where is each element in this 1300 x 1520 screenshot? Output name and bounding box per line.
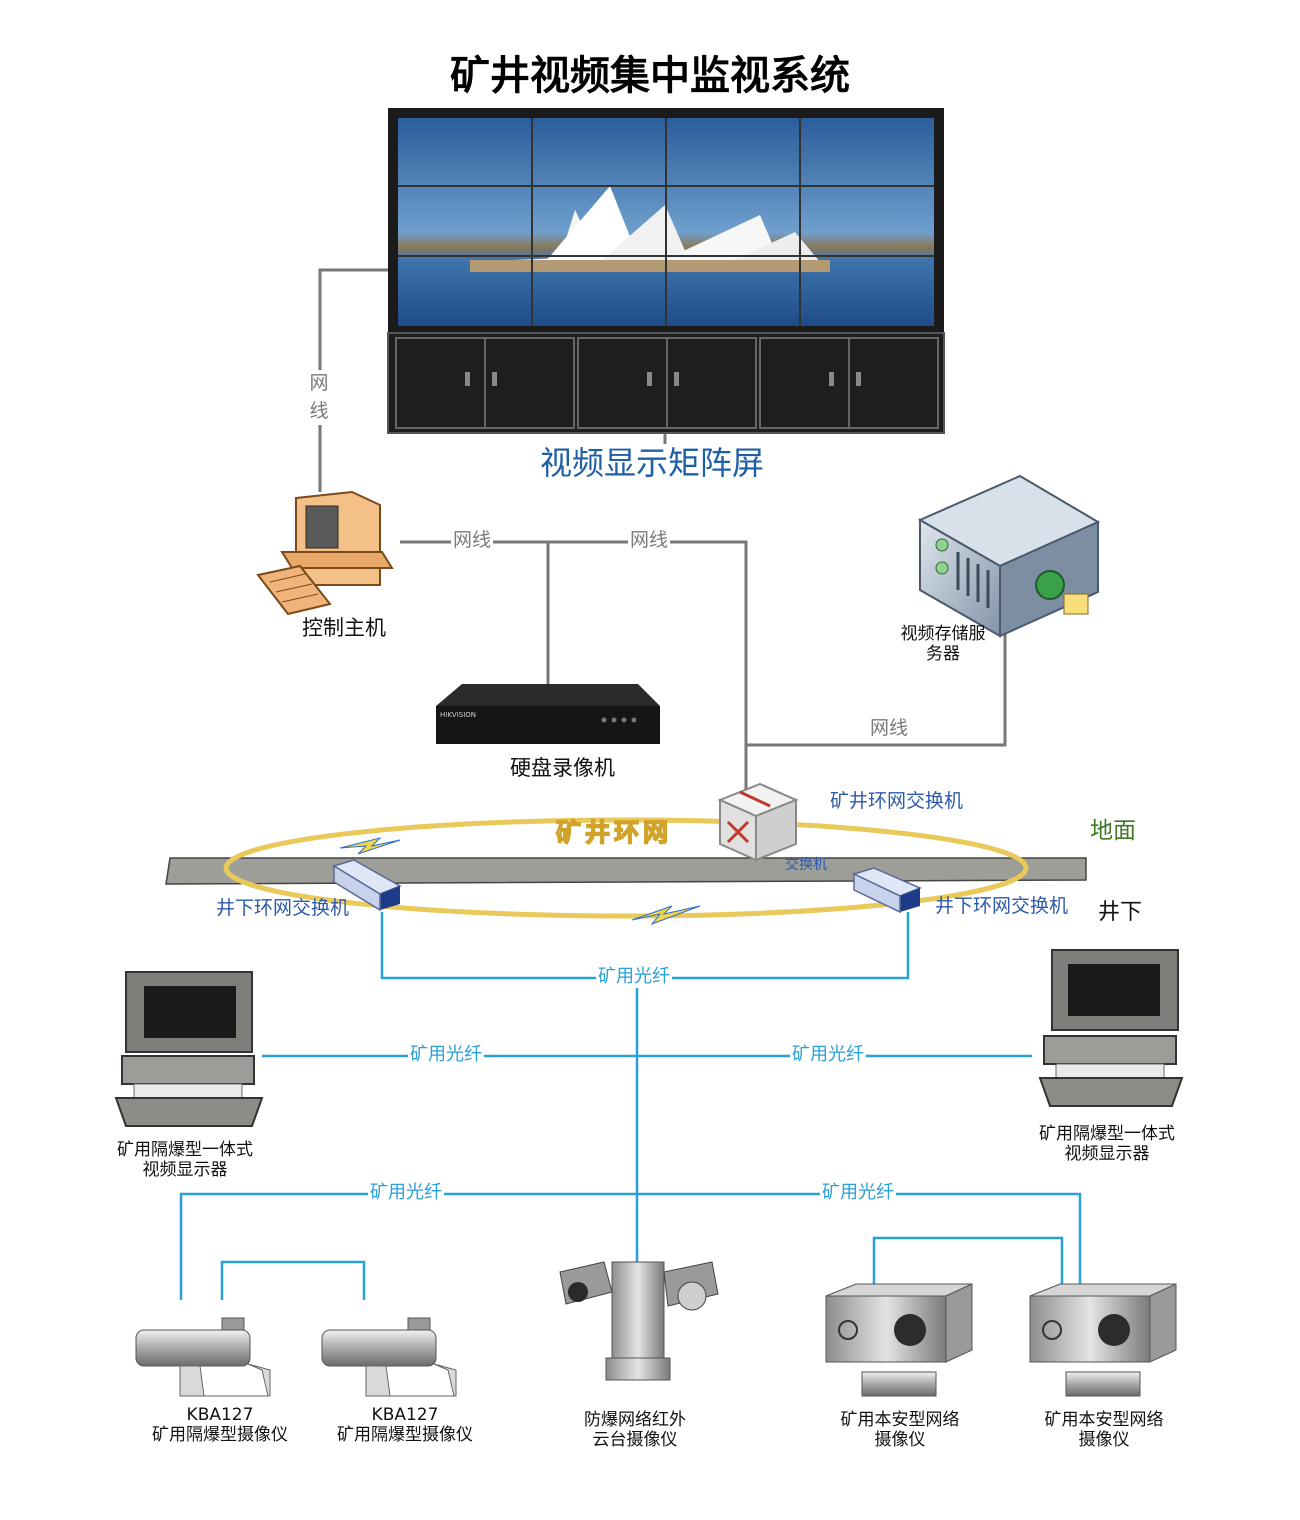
kba127-left-model: KBA127 bbox=[186, 1405, 254, 1425]
wire-label-1: 网线 bbox=[451, 529, 494, 552]
video-wall-label: 视频显示矩阵屏 bbox=[540, 444, 765, 482]
ring-network-label: 矿井环网 bbox=[555, 817, 673, 848]
display-left-label: 矿用隔爆型一体式 视频显示器 bbox=[100, 1140, 270, 1181]
fiber-label-bottom-left: 矿用光纤 bbox=[368, 1182, 444, 1204]
underground-switch-right-drawing bbox=[851, 867, 922, 914]
display-left-drawing bbox=[114, 971, 264, 1127]
nvr-brand-logo: HIKVISION bbox=[440, 711, 477, 719]
nvr-label: 硬盘录像机 bbox=[510, 756, 615, 780]
underground-switch-left-drawing bbox=[332, 859, 402, 912]
net-camera-right-label-line2: 摄像仪 bbox=[1078, 1430, 1130, 1451]
underground-switch-left-label: 井下环网交换机 bbox=[216, 897, 350, 919]
net-camera-right-label-line1: 矿用本安型网络 bbox=[1044, 1410, 1164, 1430]
kba127-right-label: KBA127 矿用隔爆型摄像仪 bbox=[320, 1405, 490, 1446]
display-right-label-line1: 矿用隔爆型一体式 bbox=[1039, 1124, 1175, 1144]
net-camera-left-label: 矿用本安型网络 摄像仪 bbox=[830, 1410, 970, 1451]
ptz-camera-label-line1: 防爆网络红外 bbox=[584, 1410, 686, 1430]
storage-server-label: 视频存储服 务器 bbox=[888, 624, 998, 665]
kba127-right-model: KBA127 bbox=[371, 1405, 439, 1425]
display-right-drawing bbox=[1038, 949, 1184, 1107]
fiber-label-bottom-right: 矿用光纤 bbox=[820, 1182, 896, 1204]
wire-vertical-char-1: 网 bbox=[309, 372, 329, 394]
ptz-camera-drawing bbox=[559, 1261, 719, 1381]
ground-label: 地面 bbox=[1090, 818, 1136, 844]
kba127-left-name: 矿用隔爆型摄像仪 bbox=[152, 1425, 288, 1446]
ring-switch-drawing bbox=[717, 782, 799, 862]
control-host-label: 控制主机 bbox=[302, 616, 386, 640]
storage-server-label-line1: 视频存储服 bbox=[900, 624, 986, 644]
wireless-bolt-icons bbox=[339, 837, 701, 926]
ground-bar bbox=[165, 857, 1087, 885]
underground-switch-right-label: 井下环网交换机 bbox=[935, 895, 1069, 917]
fiber-label-top: 矿用光纤 bbox=[596, 966, 672, 988]
wire-vertical-char-2: 线 bbox=[309, 399, 329, 422]
wire-label-2: 网线 bbox=[628, 529, 671, 552]
kba127-right-name: 矿用隔爆型摄像仪 bbox=[337, 1425, 473, 1446]
storage-server-label-line2: 务器 bbox=[926, 644, 960, 665]
kba127-camera-right-drawing bbox=[321, 1317, 457, 1397]
ring-switch-label: 矿井环网交换机 bbox=[830, 790, 964, 812]
net-camera-left-label-line2: 摄像仪 bbox=[874, 1430, 926, 1451]
display-right-label-line2: 视频显示器 bbox=[1064, 1144, 1150, 1165]
video-wall-drawing bbox=[387, 108, 945, 434]
kba127-left-label: KBA127 矿用隔爆型摄像仪 bbox=[135, 1405, 305, 1446]
net-camera-left-drawing bbox=[825, 1283, 973, 1397]
nvr-drawing bbox=[436, 684, 660, 744]
display-left-label-line1: 矿用隔爆型一体式 bbox=[117, 1140, 253, 1160]
ptz-camera-label: 防爆网络红外 云台摄像仪 bbox=[560, 1410, 710, 1451]
display-left-label-line2: 视频显示器 bbox=[142, 1160, 228, 1181]
page-title: 矿井视频集中监视系统 bbox=[450, 53, 850, 99]
control-host-drawing bbox=[256, 490, 394, 616]
switch-small-label: 交换机 bbox=[785, 857, 827, 873]
net-camera-left-label-line1: 矿用本安型网络 bbox=[840, 1410, 960, 1430]
wire-vertical-label: 网 线 bbox=[308, 370, 330, 426]
net-camera-right-drawing bbox=[1029, 1283, 1177, 1397]
wire-label-3: 网线 bbox=[868, 717, 911, 740]
ptz-camera-label-line2: 云台摄像仪 bbox=[592, 1430, 678, 1451]
kba127-camera-left-drawing bbox=[135, 1317, 271, 1397]
storage-server-drawing bbox=[917, 474, 1101, 638]
ring-network bbox=[223, 817, 1029, 919]
net-camera-right-label: 矿用本安型网络 摄像仪 bbox=[1034, 1410, 1174, 1451]
fiber-label-mid-right: 矿用光纤 bbox=[790, 1044, 866, 1066]
fiber-label-mid-left: 矿用光纤 bbox=[408, 1044, 484, 1066]
display-right-label: 矿用隔爆型一体式 视频显示器 bbox=[1022, 1124, 1192, 1165]
underground-label: 井下 bbox=[1098, 900, 1143, 925]
